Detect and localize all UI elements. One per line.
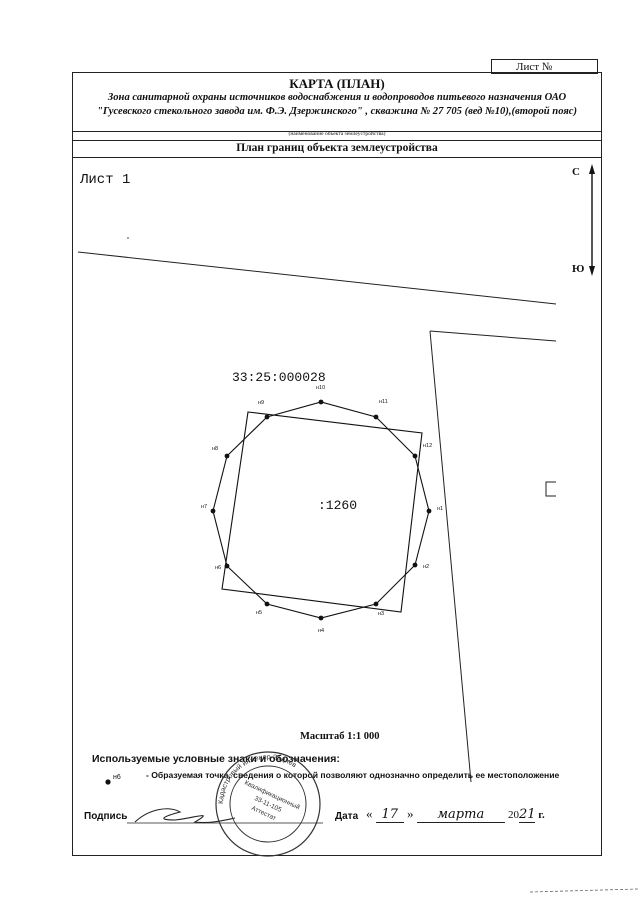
signature-line xyxy=(127,808,323,824)
point-label: н6 xyxy=(215,565,222,571)
engineer-stamp: Кадастровый инженер Заднев Квалификацион… xyxy=(215,751,321,857)
object-description: Зона санитарной охраны источников водосн… xyxy=(96,92,578,117)
parcel-number-label: :1260 xyxy=(318,498,358,513)
point-n11 xyxy=(373,414,379,420)
date-year-prefix: 20 xyxy=(508,809,519,821)
point-label: н2 xyxy=(423,564,430,570)
point-n12 xyxy=(412,453,418,459)
legend-title: Используемые условные знаки и обозначени… xyxy=(92,753,340,765)
plan-title: План границ объекта землеустройства xyxy=(236,142,438,154)
point-label: н10 xyxy=(316,385,326,391)
point-label: н7 xyxy=(201,504,208,510)
date-label: Дата xyxy=(335,811,359,822)
date-close-quote: » xyxy=(407,806,414,821)
point-n10 xyxy=(318,399,324,405)
signature-label: Подпись xyxy=(84,811,128,822)
scan-artifact xyxy=(529,888,639,893)
date-suffix: г. xyxy=(538,809,545,821)
point-n9 xyxy=(264,414,270,420)
scale-label: Масштаб 1:1 000 xyxy=(300,731,380,742)
date-open-quote: « xyxy=(366,806,373,821)
legend-point-label: н6 xyxy=(113,774,121,781)
document-header: КАРТА (ПЛАН) Зона санитарной охраны исто… xyxy=(72,72,602,172)
point-label: н12 xyxy=(423,443,433,449)
date-day: 17 xyxy=(375,807,404,823)
point-n4 xyxy=(318,615,324,621)
map-title: КАРТА (ПЛАН) xyxy=(289,76,385,91)
point-label: н11 xyxy=(379,399,388,405)
compass-south-label: Ю xyxy=(572,263,585,275)
header-rule-2 xyxy=(72,140,602,141)
object-caption: (наименование объекта землеустройства) xyxy=(288,131,386,137)
point-n5 xyxy=(264,601,270,607)
cadastral-block-number: 33:25:000028 xyxy=(232,370,326,385)
point-n2 xyxy=(412,562,418,568)
header-rule-3 xyxy=(72,157,602,158)
point-n8 xyxy=(224,453,230,459)
legend-item-text: - Образуемая точка, сведения о которой п… xyxy=(146,770,560,780)
point-n3 xyxy=(373,601,379,607)
parcel-1260-boundary xyxy=(221,411,423,613)
header-rule-1 xyxy=(72,131,602,132)
point-label: н5 xyxy=(256,610,263,616)
point-label: н4 xyxy=(318,628,325,634)
point-label: н9 xyxy=(258,400,265,406)
point-label: н1 xyxy=(437,506,444,512)
compass-arrow-icon xyxy=(589,164,595,276)
date-month: марта xyxy=(416,807,505,823)
point-n1 xyxy=(426,508,432,514)
compass-north-label: С xyxy=(572,166,580,178)
point-n7 xyxy=(210,508,216,514)
bracket-mark xyxy=(545,481,556,497)
road-line xyxy=(77,251,557,305)
boundary-points xyxy=(210,399,432,621)
document-frame xyxy=(72,72,602,856)
sheet-number-box: Лист № xyxy=(491,59,598,74)
date-year-suffix: 21 xyxy=(519,807,536,823)
point-n6 xyxy=(224,563,230,569)
point-label: н8 xyxy=(212,446,219,452)
point-label: н3 xyxy=(378,611,385,617)
date-value: « 17 » марта 2021 г. xyxy=(366,806,545,823)
sheet-number: Лист 1 xyxy=(80,172,131,188)
legend-point-icon xyxy=(105,779,111,785)
adjacent-parcel-edge xyxy=(429,330,472,783)
sheet-number-label: Лист № xyxy=(516,61,553,73)
adjacent-parcel-line xyxy=(429,330,557,342)
